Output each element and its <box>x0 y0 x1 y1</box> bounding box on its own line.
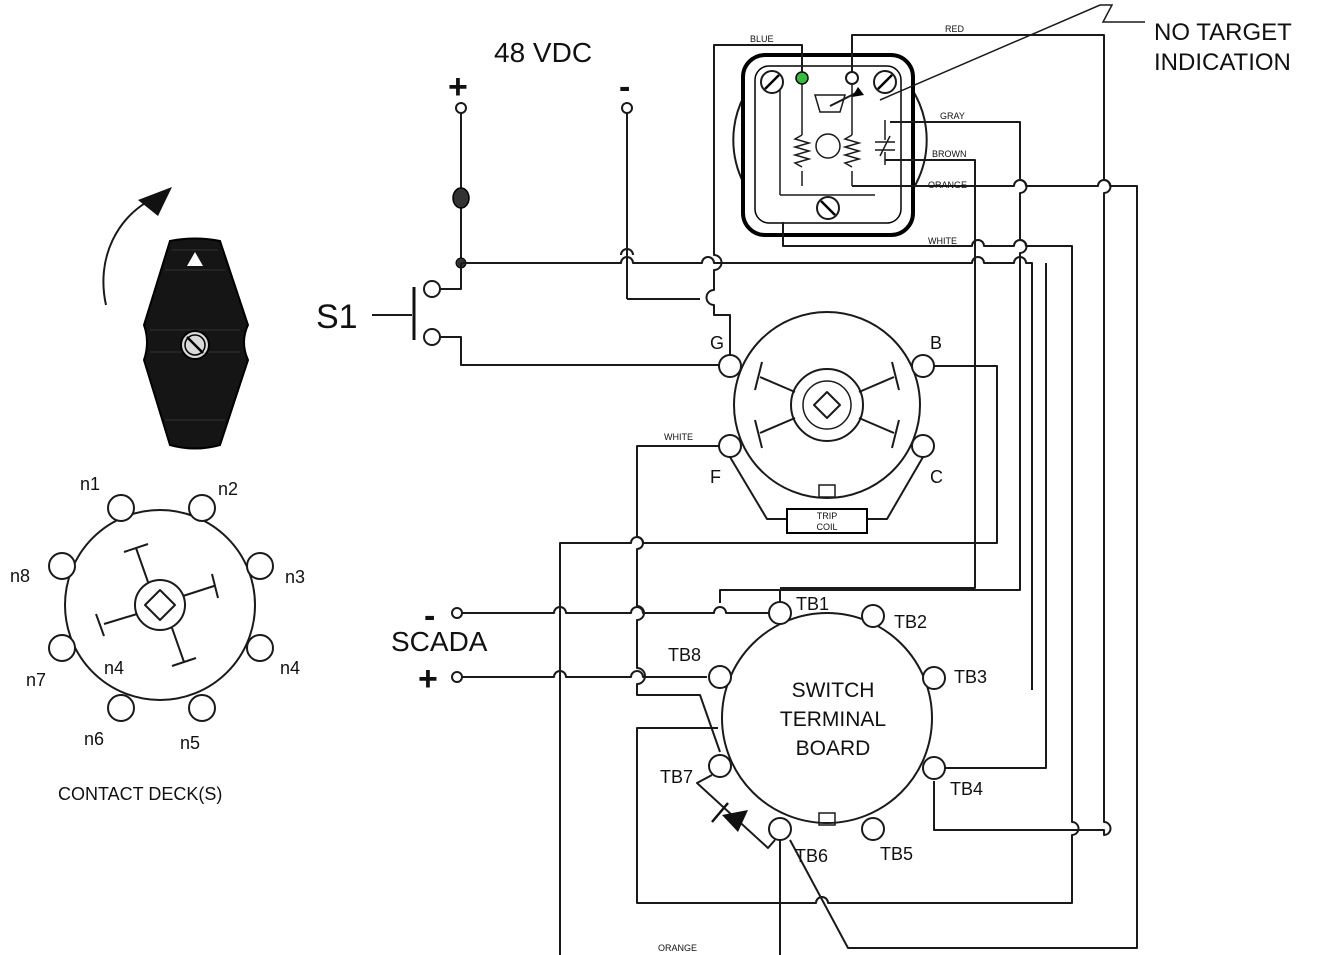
scada-minus-terminal <box>451 607 463 619</box>
scada-minus: - <box>424 597 435 635</box>
supply-voltage: 48 VDC <box>494 37 592 68</box>
relay-terminal-f <box>718 434 742 458</box>
wire-label-gray: GRAY <box>940 111 965 121</box>
switch-s1: S1 <box>316 263 722 366</box>
board-label-3: BOARD <box>796 737 871 760</box>
capacitor-icon <box>875 135 895 157</box>
wire-label-white-top: WHITE <box>928 236 957 246</box>
target-indicator <box>732 53 928 237</box>
switch-s1-label: S1 <box>316 298 358 336</box>
deck-shaft-icon <box>144 589 176 621</box>
board-label-tb5: TB5 <box>880 844 913 864</box>
contact-deck: n1 n2 n3 n4 n5 n6 n7 n8 n4 CONTACT DECK(… <box>10 474 305 804</box>
deck-label-n4: n4 <box>280 658 300 678</box>
deck-contact-n2 <box>188 494 216 522</box>
trip-coil-label-1: TRIP <box>817 511 838 521</box>
scada-plus-terminal <box>451 671 463 683</box>
relay-label-f: F <box>710 467 721 487</box>
diode-icon <box>722 810 748 832</box>
wire-label-brown: BROWN <box>932 149 967 159</box>
board-label-2: TERMINAL <box>780 708 886 731</box>
coil-icon <box>842 134 862 168</box>
deck-caption: CONTACT DECK(S) <box>58 784 222 804</box>
deck-label-n5: n5 <box>180 733 200 753</box>
pointer-triangle-icon <box>187 252 203 266</box>
relay-label-b: B <box>930 333 942 353</box>
deck-contact-n7 <box>48 634 76 662</box>
board-label-tb8: TB8 <box>668 645 701 665</box>
deck-label-n1: n1 <box>80 474 100 494</box>
no-target-label-1: NO TARGET <box>1154 19 1292 46</box>
wire-label-red: RED <box>945 24 965 34</box>
deck-label-n7: n7 <box>26 670 46 690</box>
supply-plus: + <box>448 68 468 106</box>
wire-label-white-mid: WHITE <box>664 432 693 442</box>
fuse-icon <box>452 187 470 209</box>
board-label-tb4: TB4 <box>950 779 983 799</box>
rotation-arc <box>102 194 161 306</box>
rotary-knob <box>102 187 250 450</box>
trip-coil <box>786 508 868 534</box>
board-label-tb2: TB2 <box>894 612 927 632</box>
trip-coil-label-2: COIL <box>816 522 837 532</box>
board-terminal-tb5 <box>861 817 885 841</box>
rotation-arrow-icon <box>138 187 172 216</box>
deck-inner-label: n4 <box>104 658 124 678</box>
deck-contact-n5 <box>188 694 216 722</box>
deck-contact-n6 <box>107 694 135 722</box>
relay-body <box>733 311 921 499</box>
deck-contact-n4 <box>246 634 274 662</box>
board-terminal-tb3 <box>922 666 946 690</box>
indicator-body <box>741 53 915 237</box>
deck-label-n8: n8 <box>10 566 30 586</box>
board-body <box>721 612 933 824</box>
deck-disk <box>64 509 256 701</box>
scada: - SCADA + <box>391 589 780 698</box>
relay-terminal-g <box>718 354 742 378</box>
scada-plus: + <box>418 660 438 698</box>
supply-minus: - <box>619 68 630 106</box>
relay-terminal-b <box>911 354 935 378</box>
coil-icon <box>792 134 812 168</box>
deck-contact-n8 <box>48 552 76 580</box>
board-terminal-tb2 <box>861 604 885 628</box>
relay-label-c: C <box>930 467 943 487</box>
board-terminal-tb8 <box>708 665 732 689</box>
wire-label-orange-top: ORANGE <box>928 180 967 190</box>
supply-plus-terminal <box>455 102 467 114</box>
deck-contact-n1 <box>107 494 135 522</box>
scada-label: SCADA <box>391 626 488 657</box>
board-label-1: SWITCH <box>792 679 875 702</box>
relay: G B F C TRIP COIL <box>710 311 943 534</box>
board-label-tb6: TB6 <box>795 846 828 866</box>
board-terminal-tb1 <box>768 601 792 625</box>
deck-contact-n3 <box>246 552 274 580</box>
wire-label-blue: BLUE <box>750 34 774 44</box>
board-terminal-tb6 <box>768 817 792 841</box>
board-label-tb3: TB3 <box>954 667 987 687</box>
board-terminal-tb4 <box>922 756 946 780</box>
switch-terminal-board: SWITCH TERMINAL BOARD TB1 TB2 TB3 TB4 TB… <box>660 594 987 955</box>
deck-label-n6: n6 <box>84 729 104 749</box>
relay-terminal-c <box>911 434 935 458</box>
relay-shaft-icon <box>813 391 841 419</box>
board-terminal-tb7 <box>708 754 732 778</box>
board-label-tb1: TB1 <box>796 594 829 614</box>
supply: 48 VDC + - <box>448 37 700 300</box>
deck-label-n2: n2 <box>218 479 238 499</box>
wire-label-orange-bottom: ORANGE <box>658 943 697 953</box>
supply-minus-terminal <box>621 102 633 114</box>
relay-label-g: G <box>710 333 724 353</box>
board-label-tb7: TB7 <box>660 767 693 787</box>
deck-label-n3: n3 <box>285 567 305 587</box>
no-target-label-2: INDICATION <box>1154 49 1291 76</box>
indicator-light-icon <box>795 71 809 85</box>
